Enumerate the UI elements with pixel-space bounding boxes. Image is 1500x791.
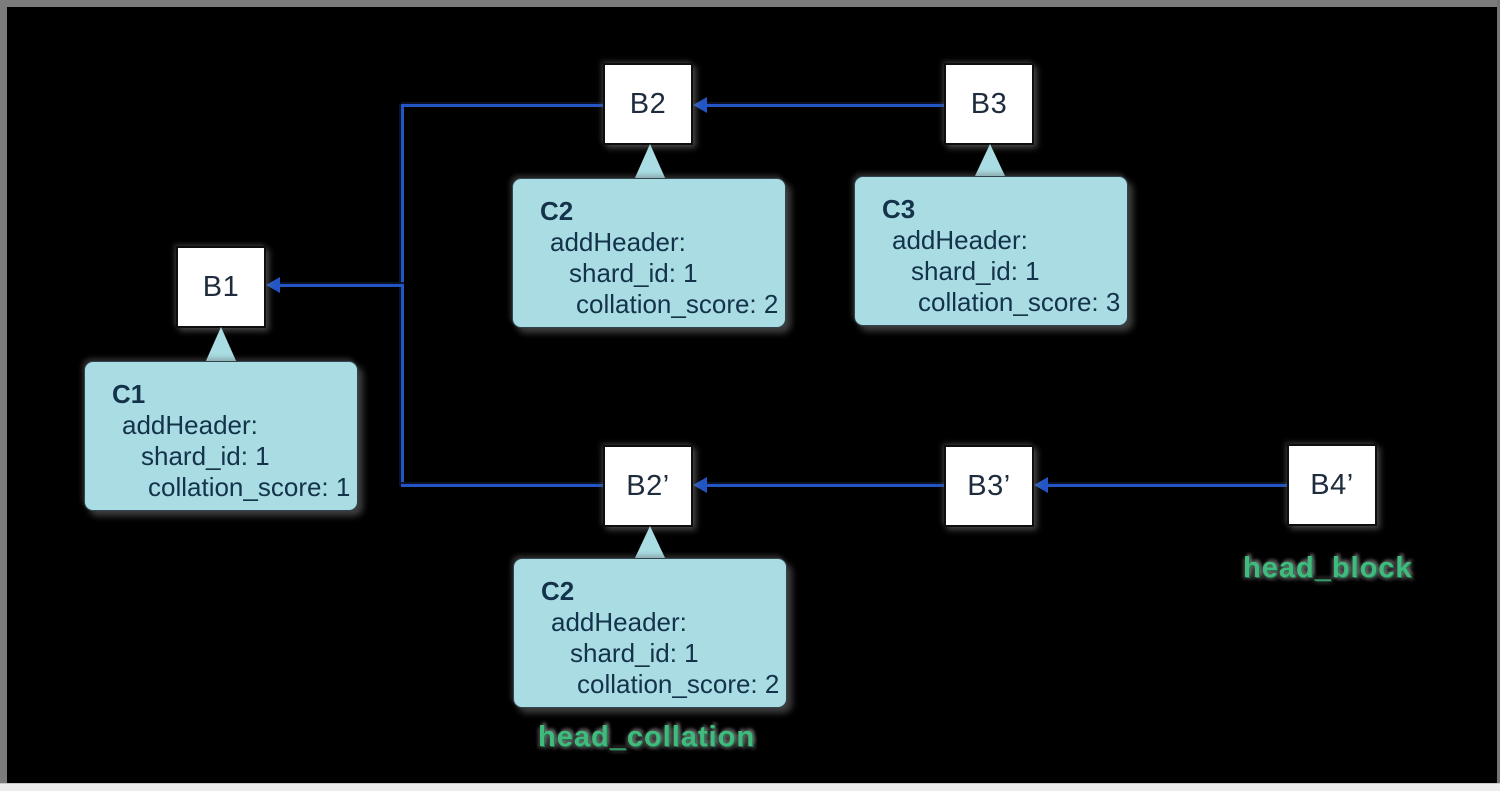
window-border-top bbox=[0, 0, 1500, 7]
callout-c2-bottom-tail bbox=[634, 526, 666, 560]
block-b2prime: B2’ bbox=[603, 445, 693, 527]
arrowhead-into-b1-icon bbox=[266, 277, 280, 293]
callout-c2-top: C2 addHeader: shard_id: 1 collation_scor… bbox=[512, 178, 786, 328]
callout-c3-line3: collation_score: 3 bbox=[918, 287, 1121, 317]
callout-c2-top-line2: shard_id: 1 bbox=[569, 258, 698, 288]
window-border-bottom bbox=[0, 783, 1500, 791]
connector-b3prime-to-b2prime bbox=[705, 484, 944, 487]
arrowhead-into-b2prime-icon bbox=[693, 477, 707, 493]
block-b2prime-label: B2’ bbox=[626, 469, 670, 502]
callout-c2-bottom: C2 addHeader: shard_id: 1 collation_scor… bbox=[513, 558, 787, 708]
callout-c1: C1 addHeader: shard_id: 1 collation_scor… bbox=[84, 361, 358, 511]
connector-b3-to-b2 bbox=[705, 104, 944, 107]
callout-c1-title: C1 bbox=[112, 379, 146, 409]
block-b3: B3 bbox=[944, 63, 1034, 145]
callout-c2-top-line1: addHeader: bbox=[550, 227, 686, 257]
head-block-label: head_block bbox=[1243, 552, 1413, 584]
block-b3prime-label: B3’ bbox=[967, 469, 1011, 502]
arrowhead-into-b3prime-icon bbox=[1034, 477, 1048, 493]
callout-c3: C3 addHeader: shard_id: 1 collation_scor… bbox=[854, 176, 1128, 326]
block-b2-label: B2 bbox=[629, 87, 667, 120]
callout-c2-bottom-line1: addHeader: bbox=[551, 607, 687, 637]
block-b4prime: B4’ bbox=[1287, 444, 1377, 526]
window-border-left bbox=[0, 0, 7, 783]
connector-b4prime-to-b3prime bbox=[1046, 484, 1287, 487]
callout-c2-bottom-line3: collation_score: 2 bbox=[577, 669, 780, 699]
connector-trunk-to-b2 bbox=[401, 104, 603, 107]
callout-c3-tail bbox=[974, 144, 1006, 178]
callout-c1-line2: shard_id: 1 bbox=[141, 441, 270, 471]
callout-c3-title: C3 bbox=[882, 194, 916, 224]
block-b2: B2 bbox=[603, 63, 693, 145]
block-b3-label: B3 bbox=[970, 87, 1008, 120]
arrowhead-into-b2-icon bbox=[693, 97, 707, 113]
block-b1-label: B1 bbox=[202, 270, 240, 303]
connector-trunk-to-b2prime bbox=[401, 484, 603, 487]
block-b3prime: B3’ bbox=[944, 445, 1034, 527]
callout-c1-line1: addHeader: bbox=[122, 410, 258, 440]
callout-c1-tail bbox=[205, 327, 237, 363]
callout-c2-top-title: C2 bbox=[540, 196, 574, 226]
callout-c2-top-line3: collation_score: 2 bbox=[576, 289, 779, 319]
callout-c2-bottom-line2: shard_id: 1 bbox=[570, 638, 699, 668]
callout-c2-bottom-title: C2 bbox=[541, 576, 575, 606]
connector-trunk-to-b1 bbox=[278, 284, 404, 287]
callout-c2-top-tail bbox=[634, 144, 666, 180]
block-b1: B1 bbox=[176, 246, 266, 328]
window-border-right bbox=[1497, 0, 1500, 783]
callout-c3-line2: shard_id: 1 bbox=[911, 256, 1040, 286]
connector-trunk-vertical bbox=[401, 104, 404, 486]
block-b4prime-label: B4’ bbox=[1310, 468, 1354, 501]
callout-c3-line1: addHeader: bbox=[892, 225, 1028, 255]
callout-c1-line3: collation_score: 1 bbox=[148, 472, 351, 502]
head-collation-label: head_collation bbox=[538, 721, 756, 753]
